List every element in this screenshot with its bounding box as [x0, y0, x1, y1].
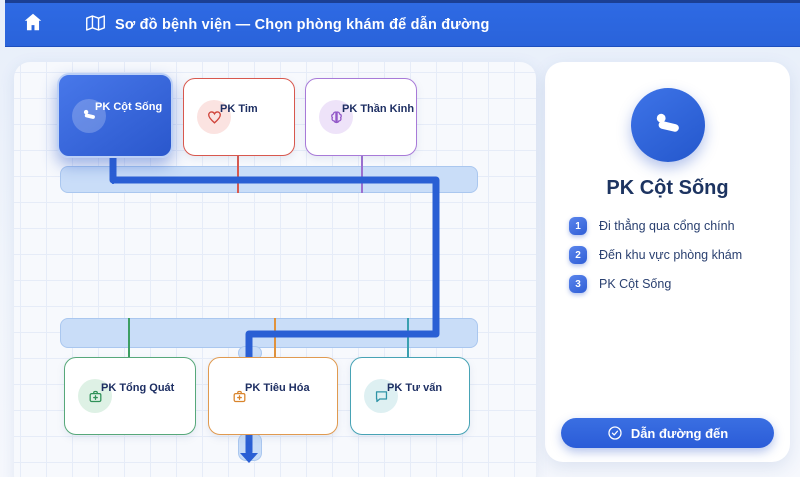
- connector-line-tong-quat: [128, 318, 130, 357]
- brain-icon: [319, 100, 353, 134]
- bone-icon: [630, 88, 705, 162]
- room-card-pk-tong-quat[interactable]: PK Tổng Quát: [64, 357, 196, 435]
- medical-bag-icon: [222, 379, 256, 413]
- room-card-pk-tu-van[interactable]: PK Tư vấn: [350, 357, 470, 435]
- hospital-map-panel: PK Cột Sống PK Tim PK Thần Kinh: [14, 62, 536, 477]
- step-number-badge: 3: [569, 275, 587, 293]
- room-card-pk-than-kinh[interactable]: PK Thần Kinh: [305, 78, 417, 156]
- main-content: PK Cột Sống PK Tim PK Thần Kinh: [0, 47, 800, 477]
- bone-icon: [72, 98, 106, 133]
- route-step: 3 PK Cột Sống: [569, 275, 774, 293]
- room-card-pk-tieu-hoa[interactable]: PK Tiêu Hóa: [208, 357, 338, 435]
- route-step: 2 Đến khu vực phòng khám: [569, 246, 774, 264]
- navigation-route-path: [109, 146, 440, 463]
- home-button[interactable]: [13, 5, 53, 45]
- top-bar: Sơ đồ bệnh viện — Chọn phòng khám để dẫn…: [5, 0, 800, 47]
- home-icon: [22, 11, 44, 38]
- route-steps-list: 1 Đi thẳng qua cổng chính 2 Đến khu vực …: [561, 217, 774, 293]
- heart-icon: [197, 100, 231, 134]
- step-number-badge: 1: [569, 217, 587, 235]
- room-card-pk-cot-song[interactable]: PK Cột Sống: [57, 73, 173, 158]
- chat-bubble-icon: [364, 379, 398, 413]
- check-circle-icon: [607, 425, 623, 441]
- page-title: Sơ đồ bệnh viện — Chọn phòng khám để dẫn…: [115, 16, 490, 33]
- room-card-pk-tim[interactable]: PK Tim: [183, 78, 295, 156]
- connector-line-than-kinh: [361, 156, 363, 193]
- medical-bag-icon: [78, 379, 112, 413]
- navigate-button[interactable]: Dẫn đường đến: [561, 418, 774, 448]
- entrance-arrow-icon: [240, 453, 258, 463]
- map-icon: [85, 14, 106, 36]
- step-number-badge: 2: [569, 246, 587, 264]
- route-step: 1 Đi thẳng qua cổng chính: [569, 217, 774, 235]
- route-detail-panel: PK Cột Sống 1 Đi thẳng qua cổng chính 2 …: [545, 62, 790, 462]
- connector-line-tim: [237, 156, 239, 193]
- selected-room-title: PK Cột Sống: [606, 177, 729, 199]
